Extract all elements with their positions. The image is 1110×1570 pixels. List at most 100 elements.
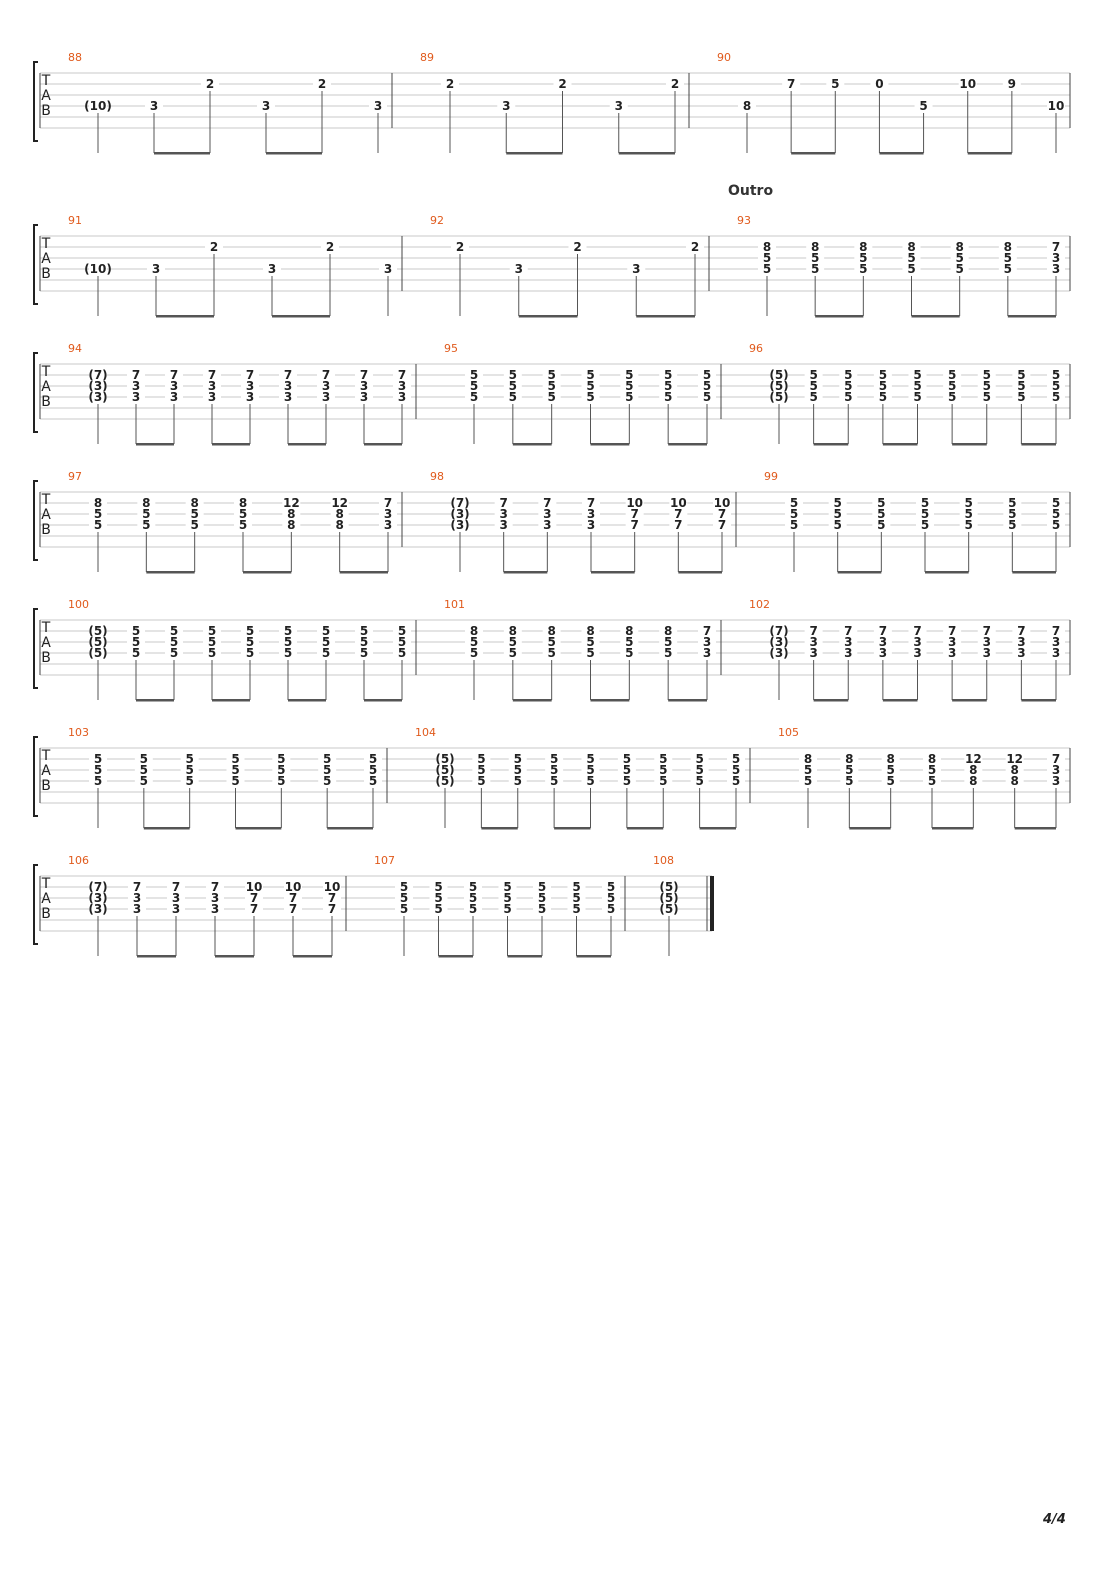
note-beam	[849, 827, 891, 830]
fret-bg	[165, 380, 183, 392]
tab-clef-letter: A	[41, 635, 51, 651]
fret-number: 3	[499, 518, 507, 532]
fret-bg	[854, 263, 873, 275]
fret-number: 3	[384, 262, 392, 276]
fret-number: 5	[400, 902, 408, 916]
fret-bg	[881, 775, 900, 787]
fret-number: 5	[572, 891, 580, 905]
fret-bg	[617, 775, 636, 787]
fret-number: 5	[703, 368, 711, 382]
fret-bg	[785, 508, 803, 520]
fret-number: 5	[703, 390, 711, 404]
fret-number: 3	[1052, 262, 1060, 276]
fret-bg	[313, 78, 331, 90]
fret-bg	[806, 252, 825, 264]
fret-number: 5	[190, 507, 198, 521]
fret-bg	[272, 753, 291, 765]
fret-bg	[395, 881, 413, 893]
fret-number: 5	[140, 763, 148, 777]
fret-number: 5	[398, 624, 406, 638]
fret-number: 5	[607, 902, 615, 916]
section-label-outro: Outro	[728, 183, 773, 199]
fret-number: 5	[844, 368, 852, 382]
fret-bg	[436, 775, 454, 787]
fret-bg	[465, 647, 483, 659]
tab-clef-letter: T	[41, 364, 51, 380]
fret-number: 7	[718, 518, 726, 532]
note-beam	[813, 443, 849, 446]
fret-number: (7)	[88, 880, 107, 894]
fret-bg	[581, 647, 600, 659]
fret-bg	[379, 508, 397, 520]
fret-number: 7	[913, 624, 921, 638]
fret-number: 7	[674, 507, 682, 521]
fret-bg	[659, 625, 678, 637]
measure-number: 96	[749, 342, 763, 355]
fret-bg	[1012, 391, 1031, 403]
fret-bg	[203, 636, 221, 648]
fret-number: 5	[664, 379, 672, 393]
fret-number: 3	[632, 262, 640, 276]
fret-number: 5	[955, 251, 963, 265]
fret-number: 5	[434, 880, 442, 894]
fret-number: 7	[328, 891, 336, 905]
fret-bg	[998, 252, 1017, 264]
fret-number: 7	[384, 496, 392, 510]
fret-bg	[494, 508, 513, 520]
tab-clef-letter: A	[41, 507, 51, 523]
fret-number: 5	[434, 891, 442, 905]
fret-bg	[279, 391, 297, 403]
fret-bg	[206, 903, 224, 915]
fret-bg	[364, 764, 382, 776]
fret-bg	[690, 775, 709, 787]
fret-bg	[203, 391, 221, 403]
fret-number: (7)	[769, 624, 788, 638]
fret-bg	[943, 647, 962, 659]
fret-bg	[770, 369, 788, 381]
fret-number: 5	[586, 752, 594, 766]
measure-number: 90	[717, 51, 731, 64]
fret-number: 3	[1052, 251, 1060, 265]
fret-number: 5	[886, 774, 894, 788]
fret-bg	[203, 369, 221, 381]
fret-bg	[669, 519, 688, 531]
fret-bg	[870, 78, 889, 90]
fret-bg	[698, 636, 716, 648]
fret-number: 5	[664, 646, 672, 660]
fret-bg	[465, 369, 483, 381]
fret-number: 5	[703, 379, 711, 393]
fret-number: 5	[877, 496, 885, 510]
measure-number: 100	[68, 598, 89, 611]
fret-bg	[245, 903, 263, 915]
fret-bg	[872, 519, 891, 531]
fret-bg	[503, 391, 522, 403]
measure-number: 97	[68, 470, 82, 483]
fret-number: 8	[142, 496, 150, 510]
fret-bg	[318, 753, 337, 765]
fret-number: 5	[369, 752, 377, 766]
fret-bg	[804, 391, 823, 403]
measure-number: 104	[415, 726, 436, 739]
fret-bg	[234, 508, 252, 520]
fret-number: 5	[879, 379, 887, 393]
fret-bg	[145, 100, 163, 112]
fret-number: 5	[921, 507, 929, 521]
fret-number: 7	[787, 77, 795, 91]
fret-bg	[959, 497, 978, 509]
fret-bg	[429, 903, 448, 915]
fret-bg	[89, 380, 107, 392]
fret-number: 7	[703, 624, 711, 638]
fret-bg	[509, 263, 528, 275]
note-beam	[288, 699, 326, 702]
fret-bg	[472, 775, 491, 787]
fret-bg	[660, 892, 678, 904]
fret-number: 5	[514, 774, 522, 788]
note-beam	[1021, 699, 1056, 702]
fret-number: 7	[1052, 240, 1060, 254]
fret-number: 5	[323, 763, 331, 777]
fret-bg	[165, 391, 183, 403]
system-bracket	[33, 864, 38, 945]
note-beam	[815, 315, 864, 318]
fret-number: 5	[572, 902, 580, 916]
fret-number: 5	[623, 763, 631, 777]
